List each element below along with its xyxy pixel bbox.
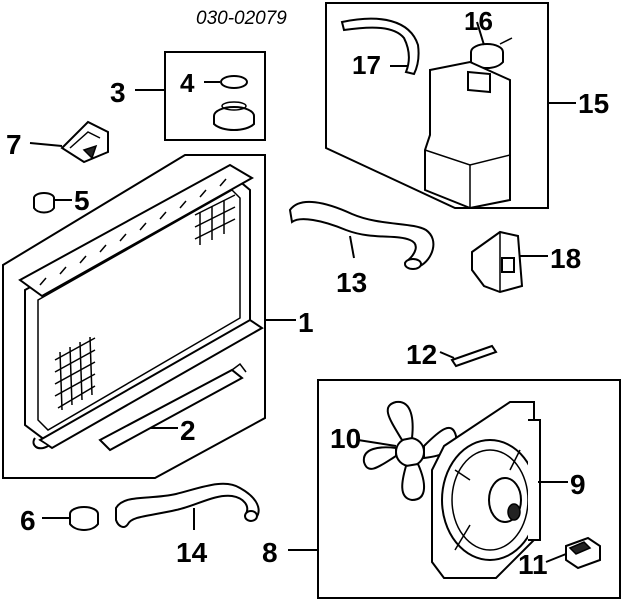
clip-strip bbox=[450, 344, 498, 368]
leader-16 bbox=[476, 21, 485, 46]
leader-13 bbox=[349, 235, 355, 259]
callout-14: 14 bbox=[176, 537, 208, 568]
callout-3: 3 bbox=[110, 77, 126, 108]
callout-13: 13 bbox=[336, 267, 367, 298]
callout-4: 4 bbox=[180, 68, 195, 98]
reservoir-cap bbox=[470, 37, 513, 69]
fan-wiring-connector bbox=[565, 536, 601, 570]
fan-group-box bbox=[317, 379, 621, 599]
upper-grommet bbox=[33, 192, 55, 214]
reservoir-hose bbox=[340, 17, 420, 76]
radiator-group-box bbox=[2, 154, 266, 479]
callout-2: 2 bbox=[180, 415, 196, 446]
side-bracket bbox=[471, 230, 524, 294]
callout-11: 11 bbox=[518, 549, 548, 580]
cap-gasket bbox=[220, 75, 248, 89]
callout-18: 18 bbox=[550, 243, 581, 274]
callout-9: 9 bbox=[570, 469, 586, 500]
callout-10: 10 bbox=[330, 423, 361, 454]
callout-7: 7 bbox=[6, 129, 22, 160]
upper-mount-bracket bbox=[60, 120, 109, 164]
callout-8: 8 bbox=[262, 537, 278, 568]
callout-17: 17 bbox=[352, 50, 381, 80]
lower-radiator-hose bbox=[115, 482, 260, 528]
leader-10 bbox=[357, 439, 397, 447]
cooling-fan-blade bbox=[362, 400, 458, 502]
callout-12: 12 bbox=[406, 339, 437, 370]
callout-6: 6 bbox=[20, 505, 36, 536]
upper-radiator-hose bbox=[288, 200, 435, 270]
cap-group-box bbox=[164, 51, 266, 141]
lower-grommet bbox=[69, 506, 99, 531]
leader-11 bbox=[545, 553, 567, 563]
callout-15: 15 bbox=[578, 88, 609, 119]
lower-mount-plate bbox=[98, 362, 247, 452]
radiator-core bbox=[18, 163, 264, 450]
radiator-cap bbox=[213, 101, 255, 131]
leader-12 bbox=[439, 351, 455, 359]
reservoir-tank bbox=[424, 60, 511, 210]
fan-shroud-motor bbox=[431, 401, 541, 579]
leader-7 bbox=[29, 142, 63, 147]
callout-1: 1 bbox=[298, 307, 314, 338]
callout-16: 16 bbox=[464, 6, 493, 36]
callout-5: 5 bbox=[74, 185, 90, 216]
diagram-code: 030-02079 bbox=[196, 8, 287, 29]
reservoir-group-box bbox=[325, 2, 549, 209]
